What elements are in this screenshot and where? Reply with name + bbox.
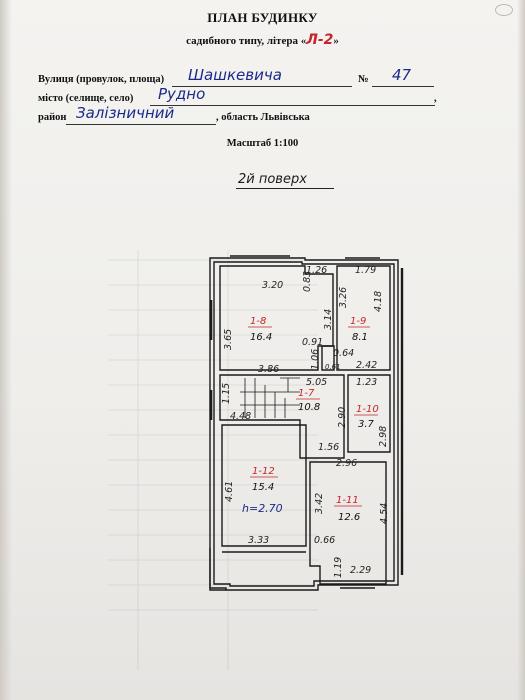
dim-label: 1.23 <box>356 377 377 388</box>
dim-label: 3.65 <box>223 329 234 350</box>
region-text: , область Львівська <box>216 112 310 123</box>
dim-label: 3.20 <box>262 280 283 291</box>
scale-label: Масштаб 1:100 <box>226 138 299 149</box>
district-underline <box>66 124 216 125</box>
building-letter: Л-2 <box>306 32 334 48</box>
dim-label: 1.26 <box>306 265 327 276</box>
dim-label: 2.90 <box>337 407 348 428</box>
document-subtitle: садибного типу, літера «Л-2» <box>0 32 525 48</box>
dim-label: 4.18 <box>373 291 384 312</box>
dim-label: 4.61 <box>224 481 235 502</box>
dim-label: 3.26 <box>338 287 349 308</box>
ceiling-height-note: h=2.70 <box>242 502 283 515</box>
dim-label: 0.61 <box>325 363 341 371</box>
dim-label: 0.91 <box>302 337 323 348</box>
plan-walls <box>209 255 404 591</box>
dimension-labels: 3.20 1.26 1.79 3.65 3.14 0.83 3.26 4.18 … <box>221 265 390 578</box>
dim-label: 2.98 <box>378 426 389 447</box>
page-left-shadow <box>0 0 12 700</box>
room-area-1-8: 16.4 <box>250 332 272 343</box>
dim-label: 1.79 <box>355 265 376 276</box>
number-underline <box>372 86 434 87</box>
dim-label: 0.66 <box>314 535 335 546</box>
room-id-1-12: 1-12 <box>252 466 275 477</box>
city-label: місто (селище, село) <box>38 93 134 104</box>
dim-label: 3.33 <box>248 535 269 546</box>
room-id-1-9: 1-9 <box>350 316 366 327</box>
room-id-1-7: 1-7 <box>298 388 315 399</box>
dim-label: 2.29 <box>350 565 371 576</box>
dim-label: 1.56 <box>318 442 339 453</box>
district-label: район <box>38 112 67 123</box>
dim-label: 1.06 <box>310 349 321 370</box>
dim-label: 2.42 <box>356 360 377 371</box>
room-area-1-12: 15.4 <box>252 482 274 493</box>
number-value: 47 <box>392 66 412 84</box>
room-area-1-9: 8.1 <box>352 332 368 343</box>
dim-label: 4.54 <box>379 503 390 524</box>
subtitle-suffix: » <box>333 35 339 47</box>
dim-label: 0.83 <box>302 271 313 292</box>
district-value: Залізничний <box>76 104 175 122</box>
room-labels: 1-8 16.4 1-9 8.1 1-7 10.8 1-10 3.7 1-12 … <box>242 316 379 523</box>
street-label: Вулиця (провулок, площа) <box>38 74 165 85</box>
room-area-1-10: 3.7 <box>358 419 375 430</box>
corner-mark <box>495 4 513 16</box>
dim-label: 5.05 <box>306 377 327 388</box>
dim-label: 2.96 <box>336 458 357 469</box>
floor-label: 2й поверх <box>238 172 307 187</box>
dim-label: 3.14 <box>323 309 334 330</box>
dim-label: 3.42 <box>314 493 325 514</box>
room-area-1-7: 10.8 <box>298 402 320 413</box>
page-right-shadow <box>517 0 525 700</box>
room-id-1-11: 1-11 <box>336 495 359 506</box>
room-id-1-8: 1-8 <box>250 316 266 327</box>
street-underline <box>172 86 352 87</box>
dim-label: 3.86 <box>258 364 279 375</box>
dim-label: 4.48 <box>230 411 251 422</box>
dim-label: 0.64 <box>333 348 354 359</box>
street-value: Шашкевича <box>188 66 282 84</box>
city-underline <box>150 105 435 106</box>
document-title: ПЛАН БУДИНКУ <box>207 10 318 25</box>
number-label: № <box>358 74 369 85</box>
dim-label: 1.19 <box>333 557 344 578</box>
room-id-1-10: 1-10 <box>356 404 379 415</box>
room-area-1-11: 12.6 <box>338 512 360 523</box>
subtitle-prefix: садибного типу, літера « <box>186 35 307 47</box>
city-value: Рудно <box>158 85 206 103</box>
city-comma: , <box>434 93 437 104</box>
floor-underline <box>236 188 334 189</box>
dim-label: 1.15 <box>221 383 232 404</box>
